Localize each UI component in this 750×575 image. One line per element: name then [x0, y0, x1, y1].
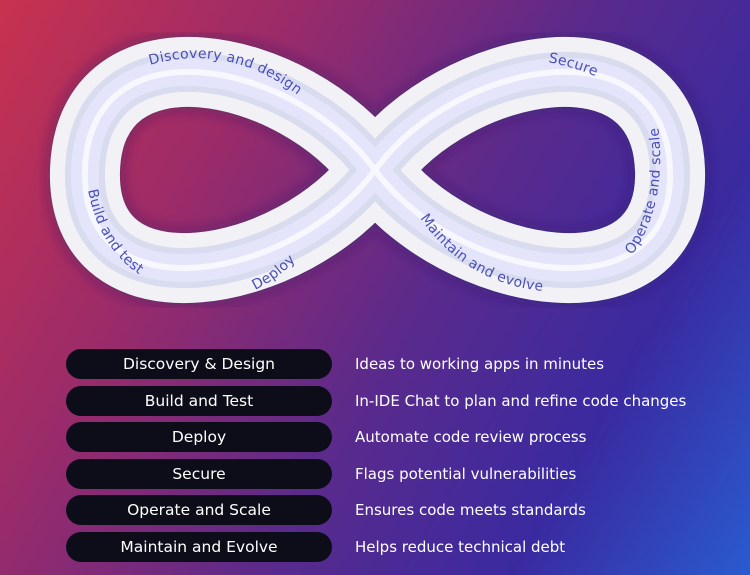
- stage-row: Discovery & Design Ideas to working apps…: [66, 349, 736, 386]
- stage-description: Flags potential vulnerabilities: [355, 464, 577, 483]
- stage-pill: Deploy: [66, 422, 332, 452]
- stage-description: Ideas to working apps in minutes: [355, 355, 605, 373]
- stage-row: Deploy Automate code review process: [66, 422, 736, 459]
- stage-row: Secure Flags potential vulnerabilities: [66, 458, 736, 496]
- stage-pill: Discovery & Design: [66, 349, 332, 379]
- infinity-band: [46, 33, 709, 307]
- stage-description: Ensures code meets standards: [355, 501, 586, 519]
- stage-row: Build and Test In-IDE Chat to plan and r…: [66, 385, 736, 423]
- stage-row: Operate and Scale Ensures code meets sta…: [66, 495, 736, 532]
- infinity-loop-diagram: Discovery and design Secure Operate and …: [46, 33, 709, 307]
- stage-pill: Secure: [66, 458, 332, 489]
- stage-list: Discovery & Design Ideas to working apps…: [66, 349, 736, 568]
- stage-description: Automate code review process: [355, 428, 587, 446]
- stage-description: In-IDE Chat to plan and refine code chan…: [355, 391, 687, 410]
- stage-description: Helps reduce technical debt: [355, 537, 566, 556]
- stage-row: Maintain and Evolve Helps reduce technic…: [66, 531, 736, 569]
- stage-pill: Maintain and Evolve: [66, 531, 332, 562]
- stage-pill: Operate and Scale: [66, 495, 332, 525]
- stage-pill: Build and Test: [66, 385, 332, 416]
